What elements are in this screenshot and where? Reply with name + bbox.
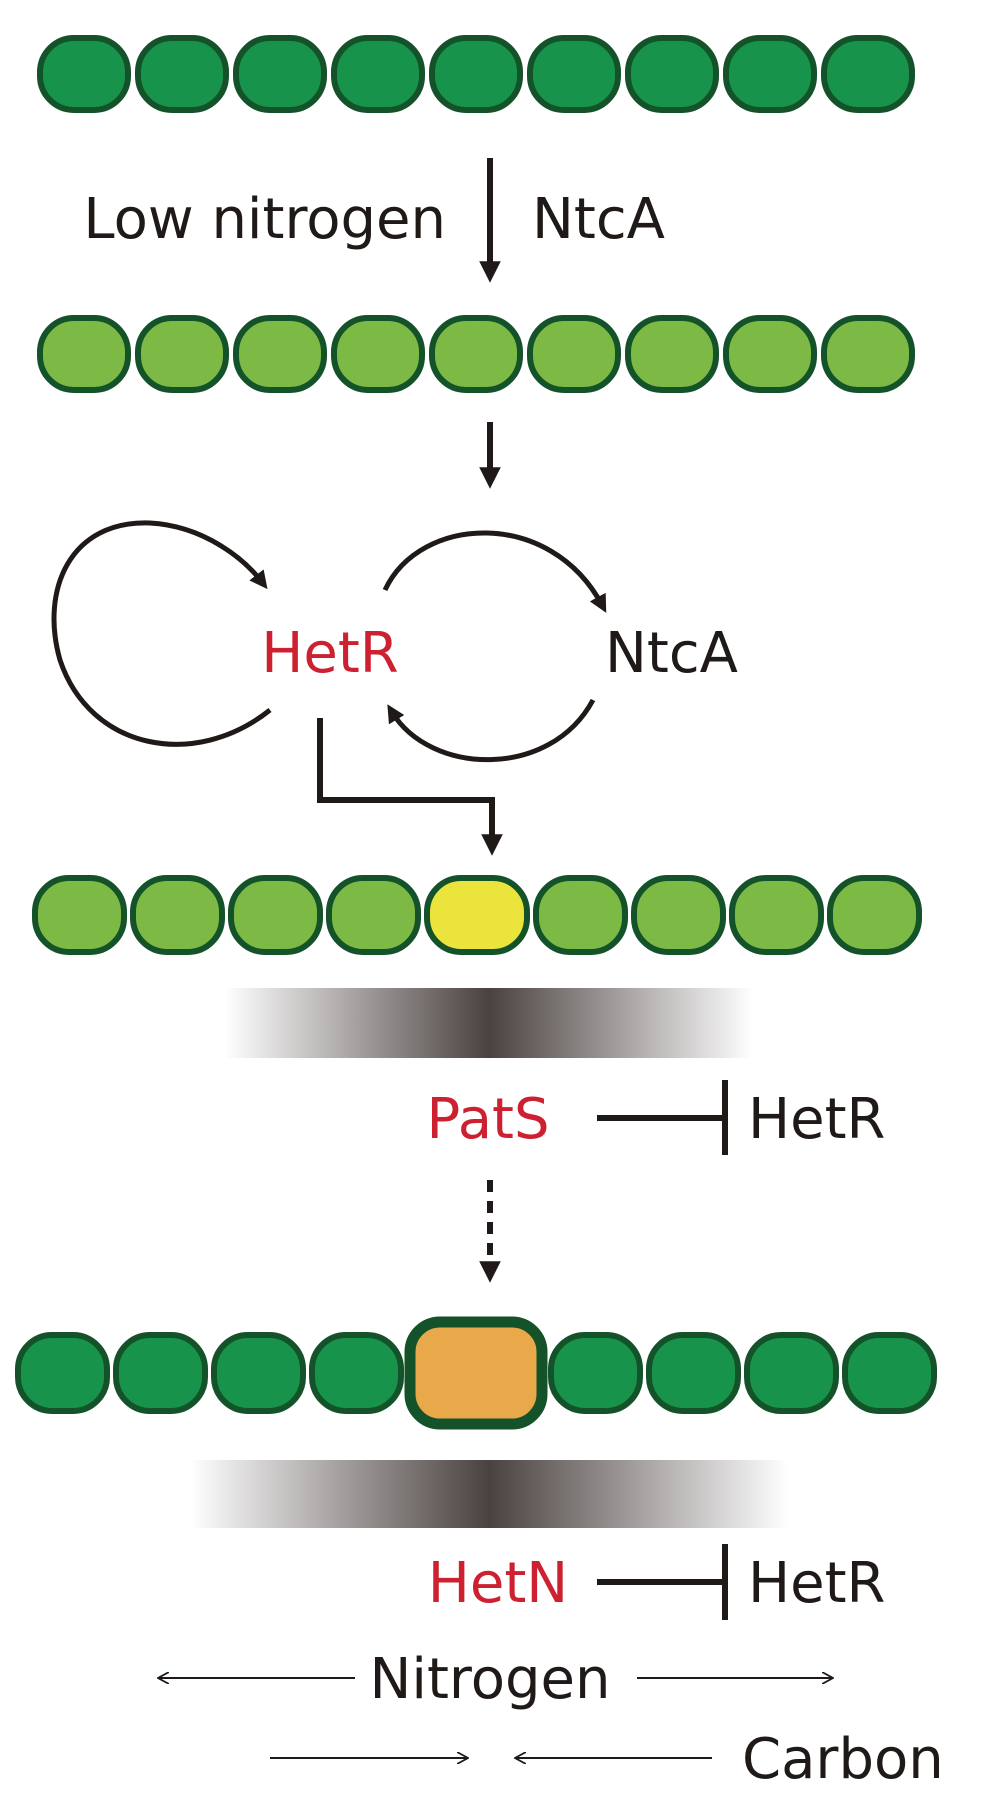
- label-low-nitrogen: Low nitrogen: [83, 187, 446, 252]
- vegetative-cell: [527, 35, 621, 113]
- arrow-hetr-to-proheterocyst: [317, 718, 503, 856]
- vegetative-cell: [113, 1332, 208, 1414]
- vegetative-cell: [842, 1332, 937, 1414]
- label-hetr-loop: HetR: [261, 621, 398, 686]
- proheterocyst-cell: [424, 875, 530, 955]
- label-pats: PatS: [426, 1087, 549, 1152]
- heterocyst-cell: [404, 1316, 548, 1430]
- label-hetr-inhibited-1: HetR: [748, 1087, 885, 1152]
- vegetative-cell: [723, 315, 817, 393]
- vegetative-cell: [37, 35, 131, 113]
- carbon-flow: Carbon: [270, 1727, 944, 1792]
- vegetative-cell: [211, 1332, 306, 1414]
- vegetative-cell: [429, 315, 523, 393]
- vegetative-cell: [32, 875, 127, 955]
- vegetative-cell: [625, 315, 719, 393]
- nitrogen-flow: Nitrogen: [158, 1647, 833, 1712]
- hetr-to-ntca-arrow: [382, 530, 607, 613]
- pats-gradient-band: [225, 988, 753, 1058]
- filament-heterocyst: [15, 1316, 937, 1430]
- vegetative-cell: [228, 875, 323, 955]
- vegetative-cell: [233, 35, 327, 113]
- vegetative-cell: [429, 35, 523, 113]
- vegetative-cell: [233, 315, 327, 393]
- hetn-gradient-band: [190, 1460, 788, 1528]
- pats-inhibition: PatS HetR: [426, 1080, 885, 1155]
- vegetative-cell: [631, 875, 726, 955]
- vegetative-cell: [821, 315, 915, 393]
- vegetative-cell: [309, 1332, 404, 1414]
- hetn-inhibition: HetN HetR: [428, 1544, 885, 1620]
- vegetative-cell: [646, 1332, 741, 1414]
- filament-vegetative-1: [37, 35, 915, 113]
- vegetative-cell: [527, 315, 621, 393]
- vegetative-cell: [135, 315, 229, 393]
- vegetative-cell: [729, 875, 824, 955]
- label-carbon: Carbon: [742, 1727, 944, 1792]
- vegetative-cell: [326, 875, 421, 955]
- label-ntca-top: NtcA: [532, 187, 665, 252]
- vegetative-cell: [15, 1332, 110, 1414]
- ntca-to-hetr-arrow: [387, 698, 596, 763]
- label-hetn: HetN: [428, 1551, 568, 1616]
- vegetative-cell: [821, 35, 915, 113]
- filament-proheterocyst: [32, 875, 922, 955]
- label-hetr-inhibited-2: HetR: [748, 1551, 885, 1616]
- vegetative-cell: [625, 35, 719, 113]
- filament-vegetative-2: [37, 315, 915, 393]
- hetr-autoregulation-arrow: [51, 520, 272, 747]
- label-nitrogen: Nitrogen: [370, 1647, 611, 1712]
- vegetative-cell: [130, 875, 225, 955]
- vegetative-cell: [827, 875, 922, 955]
- hetr-ntca-regulatory-loop: HetR NtcA: [51, 520, 738, 763]
- vegetative-cell: [331, 315, 425, 393]
- label-ntca-loop: NtcA: [605, 621, 738, 686]
- vegetative-cell: [331, 35, 425, 113]
- vegetative-cell: [723, 35, 817, 113]
- vegetative-cell: [533, 875, 628, 955]
- vegetative-cell: [744, 1332, 839, 1414]
- vegetative-cell: [548, 1332, 643, 1414]
- vegetative-cell: [37, 315, 131, 393]
- vegetative-cell: [135, 35, 229, 113]
